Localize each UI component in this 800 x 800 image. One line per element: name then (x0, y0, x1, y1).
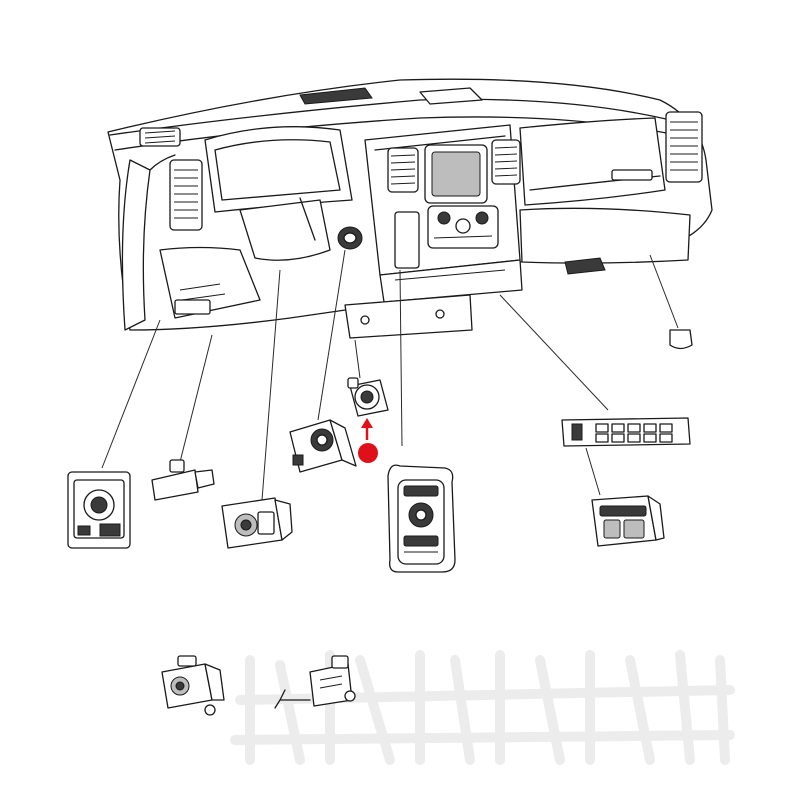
leader-hvac-module (585, 447, 601, 496)
switch-bank (561, 417, 691, 447)
leader-lines (101, 249, 679, 501)
highlight-marker (358, 418, 378, 463)
leader-start-stop-switch (354, 339, 361, 379)
instrument-panel (107, 78, 713, 350)
leader-ignition-sensor (179, 334, 213, 463)
steering-column-module (221, 497, 293, 549)
leader-ignition-switch (317, 249, 346, 421)
leader-steering-column-module (261, 269, 281, 501)
ignition-switch (289, 419, 357, 473)
start-stop-switch (347, 377, 389, 417)
hvac-control-module (591, 495, 665, 547)
watermark (230, 650, 735, 765)
transmission-shifter-knob (387, 464, 456, 573)
leader-switch-bank (499, 294, 609, 411)
leader-transmission-shifter (399, 269, 403, 447)
headlamp-switch (67, 471, 131, 549)
ignition-sensor (151, 459, 215, 501)
mounting-bracket-module (274, 655, 356, 709)
leader-headlamp-switch (101, 319, 161, 469)
leader-panel-clip (649, 254, 679, 329)
spare-ignition-module (161, 655, 225, 716)
